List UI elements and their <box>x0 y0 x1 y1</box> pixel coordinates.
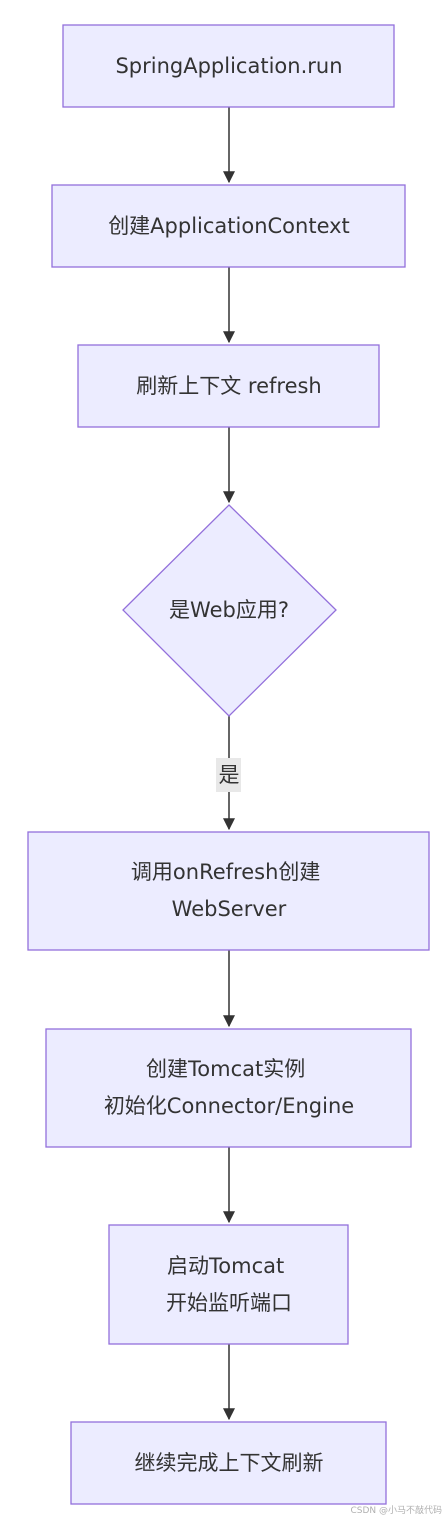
node-call-onrefresh-text: 调用onRefresh创建 WebServer <box>131 853 327 921</box>
node-create-tomcat-text: 创建Tomcat实例 初始化Connector/Engine <box>104 1050 354 1118</box>
node-create-application-context: 创建ApplicationContext <box>51 184 406 268</box>
node-start-tomcat-text: 启动Tomcat 开始监听端口 <box>166 1247 292 1315</box>
node-create-tomcat: 创建Tomcat实例 初始化Connector/Engine <box>45 1028 412 1148</box>
edge-label-yes: 是 <box>216 758 241 792</box>
node-refresh-context: 刷新上下文 refresh <box>77 344 380 428</box>
node-springapplication-run: SpringApplication.run <box>62 24 395 108</box>
node-finish-refresh-text: 继续完成上下文刷新 <box>135 1451 324 1475</box>
node-springapplication-run-text: SpringApplication.run <box>115 54 342 78</box>
edge-label-yes-text: 是 <box>219 763 240 787</box>
node-create-application-context-text: 创建ApplicationContext <box>108 214 350 238</box>
decision-is-web-application: 是Web应用? <box>122 504 337 717</box>
decision-is-web-application-text: 是Web应用? <box>169 598 289 622</box>
node-refresh-context-text: 刷新上下文 refresh <box>136 374 322 398</box>
node-start-tomcat: 启动Tomcat 开始监听端口 <box>108 1224 349 1345</box>
node-finish-refresh: 继续完成上下文刷新 <box>70 1421 387 1505</box>
node-call-onrefresh: 调用onRefresh创建 WebServer <box>27 831 430 951</box>
watermark: CSDN @小马不敲代码 <box>350 1506 442 1516</box>
